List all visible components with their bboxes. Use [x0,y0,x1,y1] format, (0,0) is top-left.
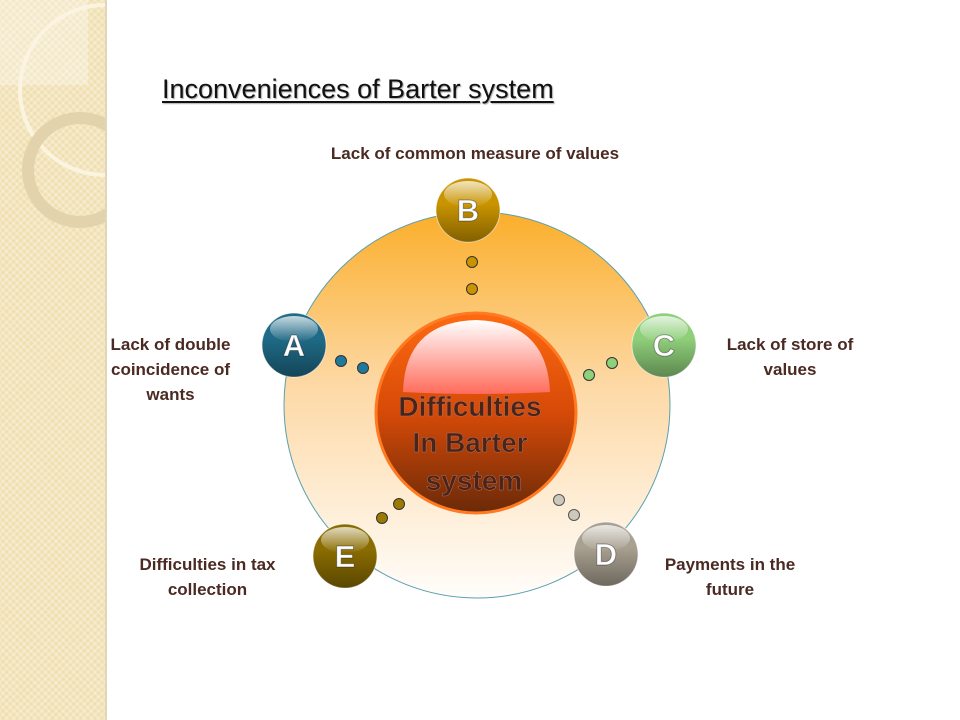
node-c: C [631,312,697,378]
node-a: A [261,312,327,378]
node-e: E [312,523,378,589]
label-d: Payments in the future [664,555,796,599]
center-text-line1: Difficulties [398,391,541,422]
node-b: B [435,177,501,243]
node-d: D [573,521,639,587]
connector-dots [335,256,618,524]
label-b: Lack of common measure of values [330,144,620,163]
node-letter: D [595,537,617,572]
label-e: Difficulties in tax collection [139,555,276,599]
center-sphere: Difficulties In Barter system [374,311,578,515]
center-text-line2: In Barter [412,427,527,458]
label-c: Lack of store of values [726,335,854,379]
decorative-sidebar [0,0,107,720]
center-text-line3: system [426,465,523,496]
node-letter: B [457,193,479,228]
node-letter: C [653,328,675,363]
node-letter: A [283,328,305,363]
decorative-rings [0,0,105,228]
slide-title: Inconveniences of Barter system [162,74,554,104]
label-a: Lack of double coincidence of wants [110,335,231,404]
node-letter: E [335,539,356,574]
